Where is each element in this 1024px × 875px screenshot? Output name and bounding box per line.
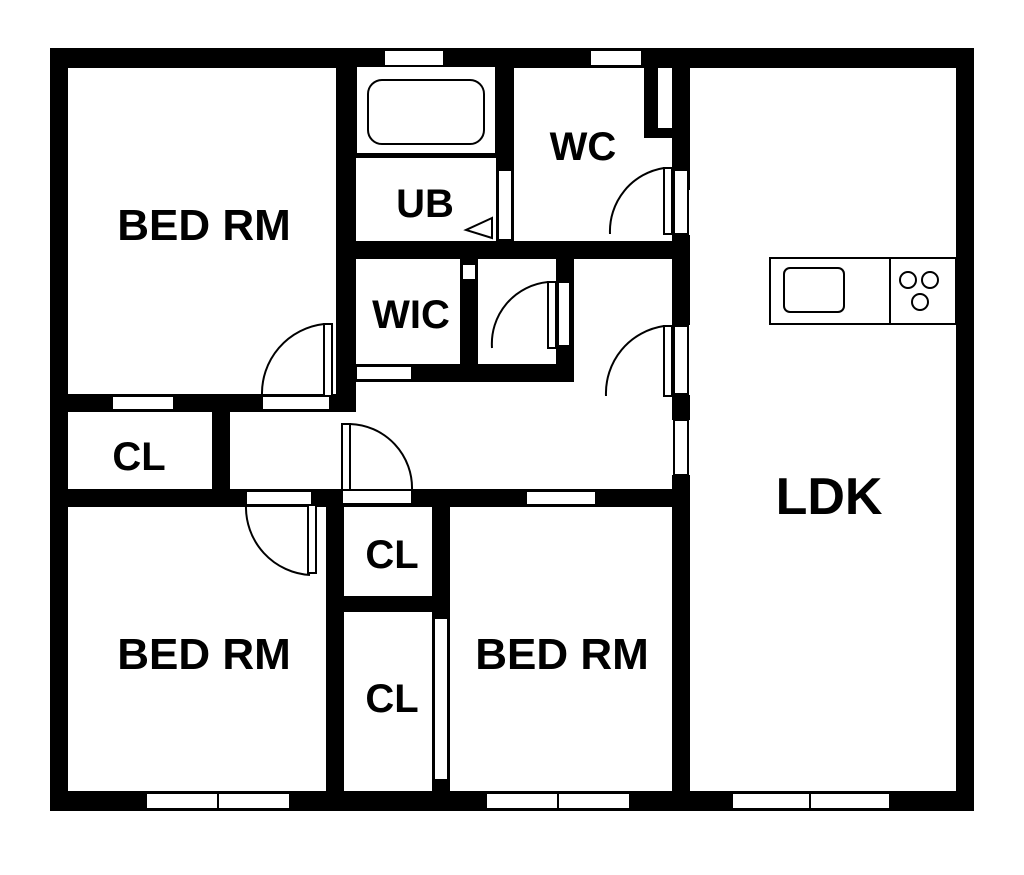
door-ub bbox=[463, 169, 513, 241]
window-cl-west bbox=[111, 395, 175, 411]
room-label-ub: UB bbox=[396, 182, 454, 226]
room-label-bedroom-s: BED RM bbox=[475, 630, 649, 679]
wall-cl-west-east bbox=[212, 404, 230, 500]
room-label-cl-mid-upper: CL bbox=[365, 533, 418, 577]
outer-wall-west bbox=[50, 48, 68, 811]
wall-bedroom-nw-east bbox=[336, 60, 356, 412]
room-label-ldk: LDK bbox=[776, 468, 883, 526]
wall-wc-stub-foot bbox=[644, 128, 672, 138]
fixtures bbox=[355, 65, 957, 325]
window-bedroom-s-south-a bbox=[485, 792, 559, 810]
room-label-cl-west: CL bbox=[112, 435, 165, 479]
window-bedroom-sw-south-b bbox=[217, 792, 291, 810]
outer-wall-east bbox=[956, 48, 974, 811]
windows bbox=[111, 49, 891, 810]
room-label-bedroom-sw: BED RM bbox=[117, 630, 291, 679]
window-ldk-south-a bbox=[731, 792, 811, 810]
wall-wc-stub bbox=[644, 60, 658, 136]
room-labels: BED RM UB WC WIC CL LDK CL BED RM CL BED… bbox=[112, 125, 883, 721]
door-hall bbox=[341, 423, 414, 505]
window-bedroom-s-north bbox=[525, 490, 597, 506]
door-bedroom-nw bbox=[260, 323, 333, 411]
window-wic-south bbox=[355, 365, 413, 381]
wall-bedroom-sw-east bbox=[326, 498, 344, 798]
wall-cl-mid-divider bbox=[336, 596, 442, 612]
door-ldk bbox=[604, 325, 689, 397]
window-hall-east bbox=[673, 419, 689, 476]
outer-wall-north bbox=[50, 48, 974, 68]
window-bedroom-s-south-b bbox=[557, 792, 631, 810]
room-label-wc: WC bbox=[550, 125, 617, 169]
door-wic bbox=[461, 263, 477, 281]
room-label-cl-mid-lower: CL bbox=[365, 677, 418, 721]
sink-icon bbox=[783, 267, 845, 313]
wall-ldk-west-mid2 bbox=[672, 395, 690, 420]
wall-ldk-west-mid bbox=[672, 235, 690, 325]
door-closet-hall bbox=[490, 281, 571, 349]
window-bedroom-sw-south-a bbox=[145, 792, 219, 810]
stove-burner-icon bbox=[899, 271, 939, 311]
room-label-wic: WIC bbox=[372, 293, 450, 337]
bathtub-icon bbox=[355, 65, 497, 158]
door-wc bbox=[608, 167, 689, 235]
door-bedroom-sw bbox=[244, 490, 317, 576]
window-wc-north bbox=[589, 49, 643, 67]
wall-ldk-west-lower bbox=[672, 475, 690, 805]
window-cl-mid-lower-east bbox=[433, 617, 449, 781]
doors bbox=[244, 167, 689, 576]
window-ub-north bbox=[383, 49, 445, 67]
wall-ldk-west-upper bbox=[672, 60, 690, 190]
kitchen-counter bbox=[769, 257, 957, 325]
window-ldk-south-b bbox=[809, 792, 891, 810]
wall-wic-east bbox=[460, 254, 478, 380]
wall-ub-wc-south bbox=[346, 241, 686, 259]
room-label-bedroom-nw: BED RM bbox=[117, 201, 291, 250]
